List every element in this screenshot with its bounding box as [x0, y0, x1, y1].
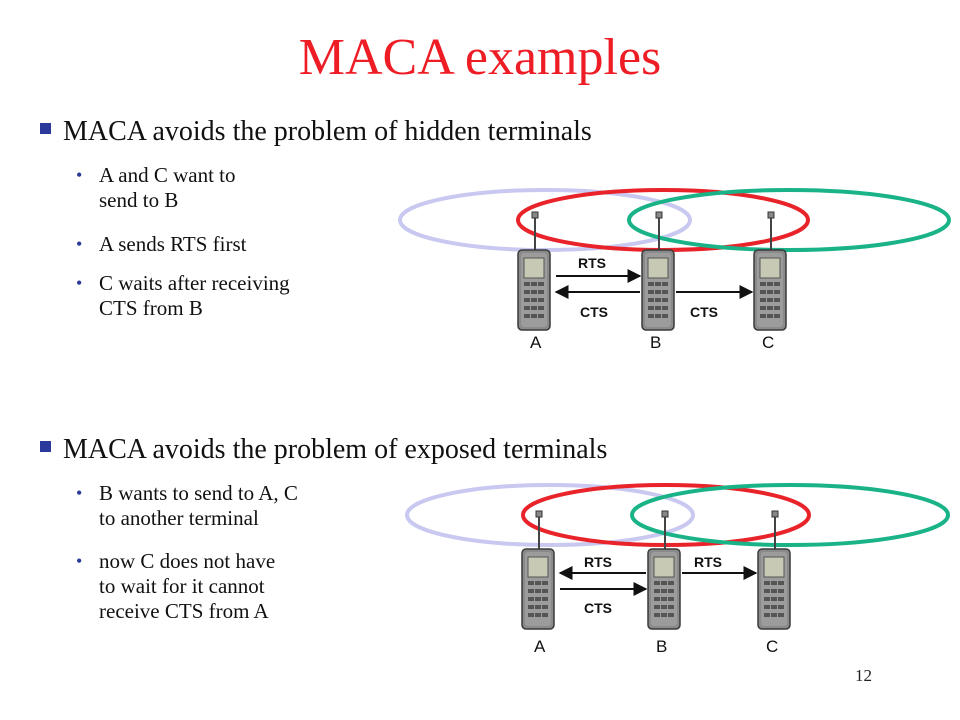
cts-label-left: CTS: [580, 304, 608, 320]
point-line: A sends RTS first: [99, 232, 247, 256]
page-number: 12: [855, 666, 872, 685]
point-line: B wants to send to A, C: [99, 481, 298, 505]
node-label-c: C: [766, 637, 778, 656]
point-line: A and C want to: [99, 163, 236, 187]
square-bullet-icon: [40, 441, 51, 452]
node-label-a: A: [534, 637, 546, 656]
point-line: to wait for it cannot: [99, 574, 265, 598]
mobile-phone-icon-c: [753, 211, 787, 331]
point-line: send to B: [99, 188, 179, 212]
cts-label-right: CTS: [690, 304, 718, 320]
point-exposed-1: • B wants to send to A, C to another ter…: [76, 481, 298, 531]
rts-label-right: RTS: [694, 554, 722, 570]
cts-label: CTS: [584, 600, 612, 616]
square-bullet-icon: [40, 123, 51, 134]
point-line: to another terminal: [99, 506, 259, 530]
rts-label-left: RTS: [584, 554, 612, 570]
point-line: CTS from B: [99, 296, 203, 320]
heading-exposed-terminals: MACA avoids the problem of exposed termi…: [40, 434, 607, 466]
range-ellipse-c: [627, 188, 951, 252]
mobile-phone-icon-b: [641, 211, 675, 331]
dot-bullet-icon: •: [76, 234, 83, 254]
dot-bullet-icon: •: [76, 551, 83, 571]
rts-label: RTS: [578, 255, 606, 271]
node-label-c: C: [762, 333, 774, 352]
point-hidden-2: • A sends RTS first: [76, 232, 247, 257]
node-label-b: B: [650, 333, 661, 352]
point-exposed-2: • now C does not have to wait for it can…: [76, 549, 275, 624]
point-line: C waits after receiving: [99, 271, 290, 295]
heading-hidden-terminals: MACA avoids the problem of hidden termin…: [40, 116, 592, 148]
heading-text: MACA avoids the problem of exposed termi…: [63, 434, 608, 465]
hidden-terminals-diagram: RTS CTS CTS A B C: [398, 188, 951, 352]
point-hidden-1: • A and C want to send to B: [76, 163, 236, 213]
dot-bullet-icon: •: [76, 165, 83, 185]
node-label-b: B: [656, 637, 667, 656]
dot-bullet-icon: •: [76, 273, 83, 293]
heading-text: MACA avoids the problem of hidden termin…: [63, 116, 592, 147]
range-ellipse-b: [516, 188, 810, 252]
point-line: receive CTS from A: [99, 599, 269, 623]
slide-title: MACA examples: [298, 29, 662, 86]
mobile-phone-icon-a: [521, 510, 555, 630]
range-ellipse-a: [398, 188, 692, 252]
node-label-a: A: [530, 333, 542, 352]
range-ellipse-a: [405, 483, 695, 547]
dot-bullet-icon: •: [76, 483, 83, 503]
point-hidden-3: • C waits after receiving CTS from B: [76, 271, 290, 321]
mobile-phone-icon-c: [757, 510, 791, 630]
point-line: now C does not have: [99, 549, 276, 573]
range-ellipse-c: [630, 483, 950, 547]
exposed-terminals-diagram: RTS RTS CTS A B C: [405, 483, 950, 656]
